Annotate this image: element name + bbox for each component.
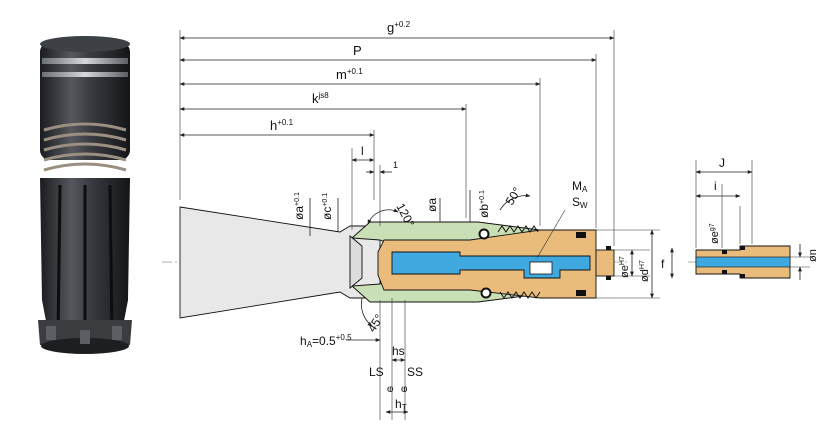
detent-ball-lower [480, 287, 492, 299]
spindle-nose [595, 249, 615, 277]
photo-collet-fingers [38, 178, 132, 354]
angle-45-label: 45° [365, 312, 387, 335]
seal-3 [606, 246, 611, 250]
photo-silver-ring-2 [42, 72, 128, 77]
dim-ob-label: øb+0.1 [477, 190, 491, 218]
dim-p-label: P [353, 43, 362, 58]
spring-upper [497, 225, 539, 233]
tool-detail: J i øeg7 øn [688, 156, 819, 280]
angle-45-arc [361, 297, 373, 327]
dim-oa-label: øa [425, 198, 439, 212]
dim-f-label: f [661, 257, 665, 271]
tool-coolant-bore [695, 256, 791, 268]
dim-oc-label: øc+0.1 [320, 193, 334, 220]
dim-hs-label: hs [392, 344, 405, 358]
dim-ht-label: hT [395, 397, 407, 412]
dim-on-label: øn [807, 249, 819, 262]
dim-ha-label: hA=0.5+0.5 [300, 333, 352, 349]
svg-text:ⱷ: ⱷ [401, 384, 408, 395]
diameter-labels: øa+0.1 øc+0.1 120° øa øb+0.1 50° MA SW ø… [292, 179, 674, 299]
photo-silver-ring-1 [42, 58, 128, 64]
angle-50-label: 50° [503, 185, 525, 208]
dim-ss-label: SS [407, 365, 423, 379]
dim-oe-h7-label: øeH7 [619, 256, 631, 278]
callout-sw-label: SW [572, 195, 588, 210]
dim-j-label: J [719, 156, 725, 170]
angle-120-arc [367, 208, 399, 225]
top-dimensions: g+0.2 P m+0.1 kjs8 h+0.1 l 1 [179, 20, 615, 246]
dim-ls-label: LS [369, 365, 384, 379]
seal-4 [606, 276, 611, 280]
seal-1 [576, 232, 586, 238]
dim-oe-g7-label: øeg7 [709, 223, 721, 244]
svg-text:ⱷ: ⱷ [387, 384, 394, 395]
product-photo [38, 36, 132, 354]
dim-oa-tol-label: øa+0.1 [292, 192, 306, 220]
dim-k-label: kjs8 [312, 91, 329, 106]
seal-2 [576, 290, 586, 296]
dim-m-label: m+0.1 [336, 67, 363, 82]
dim-one-label: 1 [393, 160, 398, 170]
section-drawing [162, 206, 628, 319]
detent-ball-upper [478, 228, 490, 240]
dim-i-label: i [714, 179, 717, 193]
spring-lower [499, 291, 541, 299]
dim-h-label: h+0.1 [270, 118, 294, 133]
dim-g-label: g+0.2 [387, 20, 411, 35]
callout-ma-label: MA [572, 179, 588, 194]
bottom-dimensions: 45° hA=0.5+0.5 hs LS SS ⱷ ⱷ hT [300, 297, 423, 420]
dim-od-h7-label: ødH7 [639, 260, 651, 282]
collet-neck [349, 235, 363, 289]
photo-nut-body [40, 42, 130, 160]
photo-top-face [40, 36, 130, 52]
photo-spring [43, 122, 127, 172]
dim-l-label: l [361, 144, 364, 158]
angle-50-arc [499, 193, 531, 211]
